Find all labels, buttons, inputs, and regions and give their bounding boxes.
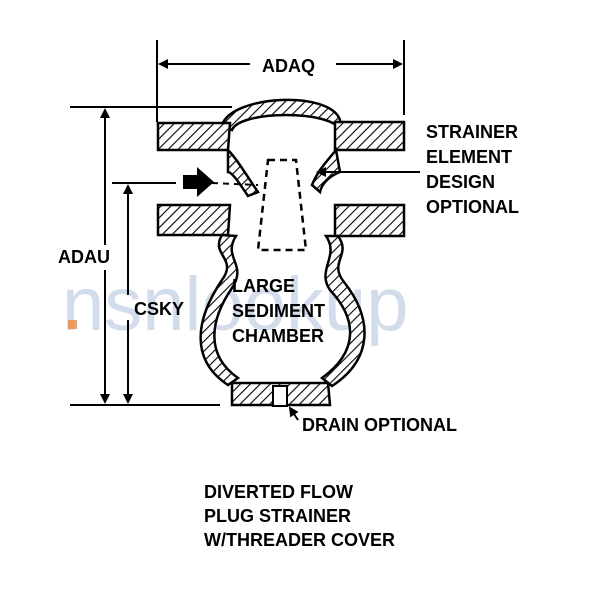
csky-label: CSKY	[134, 299, 184, 319]
labels: ADAQ ADAU CSKY STRAINER ELEMENT DESIGN O…	[58, 56, 519, 550]
leader-lines	[288, 167, 420, 421]
chamber-label-line2: SEDIMENT	[232, 301, 325, 321]
adaq-label: ADAQ	[262, 56, 315, 76]
caption-line3: W/THREADER COVER	[204, 530, 395, 550]
flow-path	[211, 182, 259, 186]
watermark-dot	[68, 320, 77, 329]
drain-port	[272, 385, 288, 407]
element-label-line2: ELEMENT	[426, 147, 512, 167]
left-inner-wall	[226, 146, 260, 198]
adau-label: ADAU	[58, 247, 110, 267]
inlet-flange-top	[156, 121, 232, 152]
strainer-element	[256, 158, 308, 252]
outlet-flange-top	[333, 120, 406, 152]
flow-arrow-icon	[183, 167, 214, 197]
caption-line2: PLUG STRAINER	[204, 506, 351, 526]
extension-lines	[70, 40, 405, 406]
inlet-flange-bottom	[156, 203, 232, 237]
chamber-label-line3: CHAMBER	[232, 326, 324, 346]
element-label-line4: OPTIONAL	[426, 197, 519, 217]
drain-label: DRAIN OPTIONAL	[302, 415, 457, 435]
caption-line1: DIVERTED FLOW	[204, 482, 353, 502]
top-cover	[220, 98, 342, 132]
left-chamber-wall	[199, 233, 241, 387]
element-label-line1: STRAINER	[426, 122, 518, 142]
outlet-flange-bottom	[333, 203, 406, 238]
dimension-lines	[100, 59, 403, 404]
drain-leader	[288, 406, 299, 421]
element-label-line3: DESIGN	[426, 172, 495, 192]
strainer-body	[156, 98, 406, 407]
chamber-label-line1: LARGE	[232, 276, 295, 296]
